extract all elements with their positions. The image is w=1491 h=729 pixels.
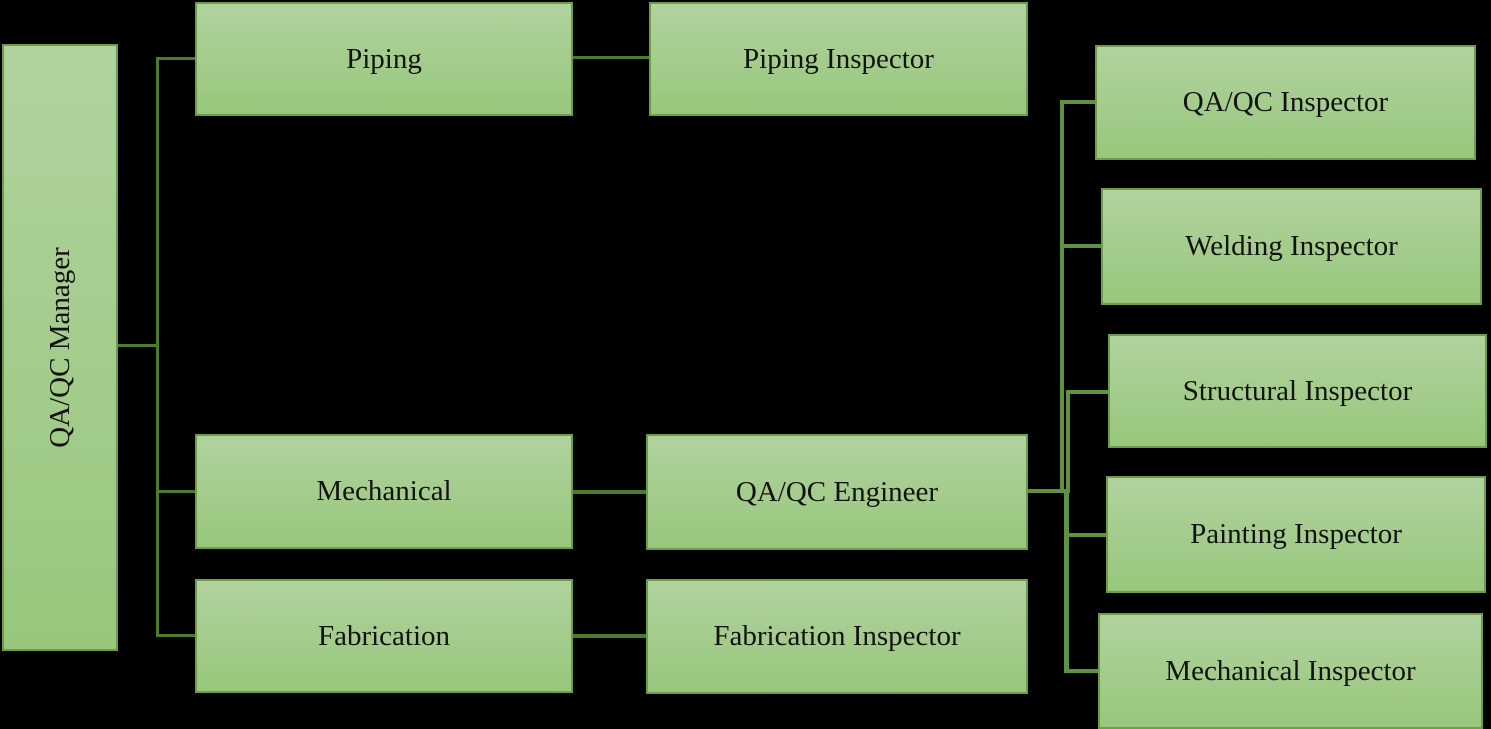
connector-fabrication-branch bbox=[159, 634, 195, 637]
node-painting-inspector-label: Painting Inspector bbox=[1190, 518, 1402, 550]
connector-engineer-stub bbox=[1028, 489, 1070, 493]
node-fabrication: Fabrication bbox=[195, 579, 573, 693]
node-painting-inspector: Painting Inspector bbox=[1106, 476, 1486, 593]
node-mechanical: Mechanical bbox=[195, 434, 573, 549]
connector-manager-branch bbox=[118, 344, 156, 347]
node-qaqc-manager: QA/QC Manager bbox=[2, 44, 118, 651]
connector-piping-branch bbox=[159, 57, 195, 60]
connector-welding-insp-branch bbox=[1060, 244, 1101, 248]
connector-mechanical-insp-branch bbox=[1064, 669, 1098, 673]
node-qaqc-manager-label: QA/QC Manager bbox=[43, 247, 76, 448]
connector-mechanical-to-engineer bbox=[573, 490, 646, 494]
connector-structural-insp-branch bbox=[1066, 390, 1108, 394]
connector-left-trunk bbox=[156, 57, 159, 637]
connector-right-trunk-down bbox=[1064, 489, 1069, 673]
connector-qaqc-insp-branch bbox=[1060, 100, 1095, 104]
node-qaqc-engineer-label: QA/QC Engineer bbox=[735, 475, 939, 508]
node-mechanical-label: Mechanical bbox=[316, 475, 452, 507]
node-structural-inspector-label: Structural Inspector bbox=[1182, 374, 1413, 407]
connector-piping-to-inspector bbox=[573, 56, 649, 59]
node-fabrication-inspector-label: Fabrication Inspector bbox=[713, 620, 961, 652]
node-welding-inspector: Welding Inspector bbox=[1101, 188, 1482, 305]
node-welding-inspector-label: Welding Inspector bbox=[1185, 230, 1398, 262]
node-qaqc-engineer: QA/QC Engineer bbox=[646, 434, 1028, 550]
node-fabrication-inspector: Fabrication Inspector bbox=[646, 579, 1028, 694]
node-structural-inspector: Structural Inspector bbox=[1108, 334, 1487, 448]
node-piping-label: Piping bbox=[346, 42, 422, 75]
connector-right-trunk-up bbox=[1060, 101, 1064, 493]
node-mechanical-inspector-label: Mechanical Inspector bbox=[1165, 654, 1416, 687]
node-qaqc-inspector-label: QA/QC Inspector bbox=[1182, 86, 1389, 118]
connector-painting-insp-branch bbox=[1064, 533, 1106, 537]
connector-right-trunk-structural bbox=[1066, 391, 1070, 491]
node-piping-inspector: Piping Inspector bbox=[649, 2, 1028, 116]
connector-mechanical-branch bbox=[159, 490, 195, 493]
node-qaqc-inspector: QA/QC Inspector bbox=[1095, 45, 1476, 160]
node-piping: Piping bbox=[195, 2, 573, 116]
node-piping-inspector-label: Piping Inspector bbox=[743, 42, 934, 75]
node-fabrication-label: Fabrication bbox=[317, 619, 451, 652]
node-mechanical-inspector: Mechanical Inspector bbox=[1098, 613, 1483, 729]
connector-fabrication-to-inspector bbox=[573, 634, 646, 638]
